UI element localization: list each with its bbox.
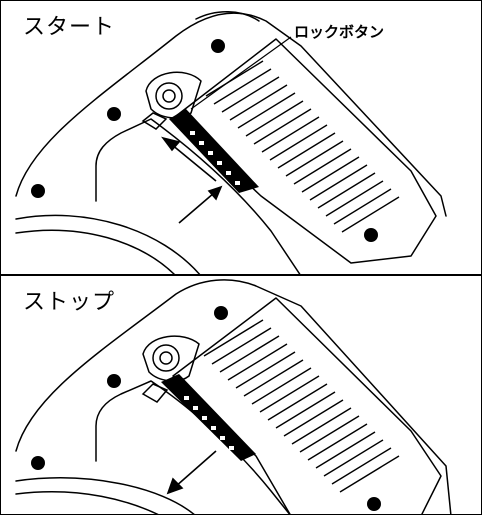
- lock-button: [161, 374, 256, 461]
- stop-illustration: [15, 279, 452, 514]
- callout-leader: [190, 36, 292, 110]
- grip-ridges: [203, 319, 400, 493]
- rivet: [364, 228, 378, 242]
- arrow-down-left-icon: [166, 450, 217, 495]
- reel-arc-inner: [15, 229, 175, 274]
- reel-arc-outer: [15, 214, 201, 274]
- lock-button: [169, 109, 259, 193]
- start-title: スタート: [23, 15, 116, 40]
- rivets: [31, 306, 381, 511]
- start-panel: スタート ロックボタン: [0, 0, 482, 275]
- lock-tab: [141, 383, 169, 403]
- handle-cutout: [95, 118, 301, 274]
- rivet: [107, 374, 121, 388]
- grip-frame: [172, 297, 442, 514]
- body-outline: [15, 279, 452, 514]
- reel-arc-outer: [15, 477, 195, 514]
- body-inner-edge: [195, 11, 260, 22]
- rivet: [31, 456, 45, 470]
- arrow-up-right-icon: [178, 185, 223, 224]
- grip-frame: [175, 38, 437, 264]
- rivet: [211, 39, 225, 53]
- rivet: [214, 306, 228, 320]
- body-outline: [15, 12, 447, 217]
- grip-ridges: [205, 60, 400, 233]
- pivot-ring: [155, 82, 183, 110]
- start-illustration: [15, 11, 447, 274]
- lock-button-teeth: [184, 396, 234, 450]
- arrow-up-left-icon: [161, 136, 217, 182]
- lock-button-label: ロックボタン: [294, 23, 385, 41]
- lever-outline: [142, 335, 200, 382]
- pivot-hole: [162, 89, 176, 103]
- lever-outline: [145, 71, 202, 119]
- pivot-ring: [152, 344, 180, 372]
- rivet: [367, 497, 381, 511]
- stop-title: ストップ: [23, 290, 116, 315]
- stop-panel: ストップ: [0, 275, 482, 515]
- pivot-hole: [159, 351, 173, 365]
- lock-tab: [141, 112, 168, 130]
- rivet: [31, 184, 45, 198]
- rivets: [31, 39, 378, 242]
- rivet: [107, 107, 121, 121]
- reel-arc-inner: [15, 491, 159, 514]
- lock-button-teeth: [190, 131, 240, 185]
